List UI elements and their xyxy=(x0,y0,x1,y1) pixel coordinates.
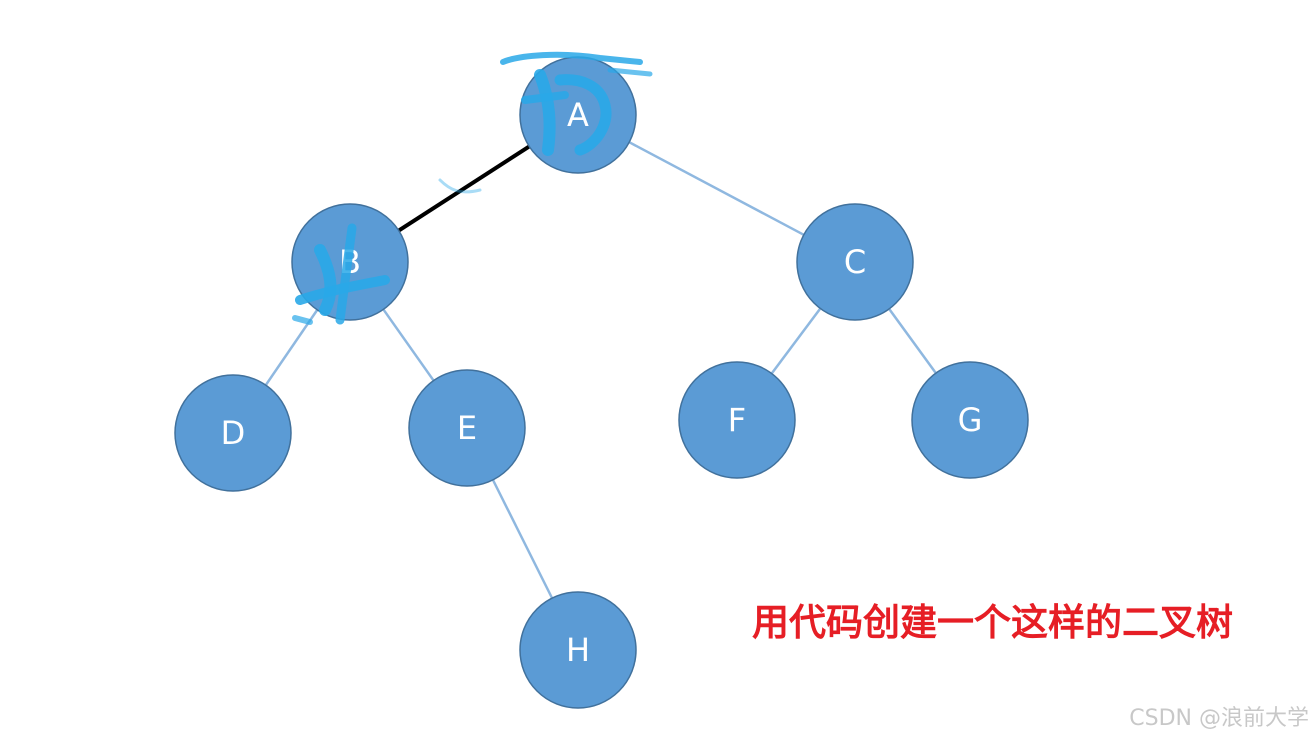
node-circle xyxy=(408,369,526,487)
node-circle xyxy=(796,203,914,321)
node-label: A xyxy=(567,96,589,134)
node-label: F xyxy=(728,401,746,439)
edge-C-F xyxy=(770,307,822,375)
tree-node-F: F xyxy=(678,361,796,479)
handwritten-scribble xyxy=(292,51,653,325)
tree-node-E: E xyxy=(408,369,526,487)
node-circle xyxy=(678,361,796,479)
node-label: E xyxy=(457,409,477,447)
watermark: CSDN @浪前大学 xyxy=(1129,706,1309,731)
caption-text: 用代码创建一个这样的二叉树 xyxy=(752,601,1233,644)
tree-node-C: C xyxy=(796,203,914,321)
edge-A-B xyxy=(397,144,531,233)
tree-node-H: H xyxy=(519,591,637,709)
node-label: D xyxy=(221,414,246,452)
node-circle xyxy=(519,591,637,709)
node-circle xyxy=(911,361,1029,479)
edge-A-C xyxy=(628,141,805,236)
node-label: H xyxy=(566,631,590,669)
node-label: G xyxy=(958,401,983,439)
node-label: C xyxy=(844,243,866,281)
edge-E-H xyxy=(491,479,554,599)
tree-node-G: G xyxy=(911,361,1029,479)
edge-B-E xyxy=(382,308,435,382)
node-circle xyxy=(174,374,292,492)
tree-node-D: D xyxy=(174,374,292,492)
edge-C-G xyxy=(888,308,937,374)
